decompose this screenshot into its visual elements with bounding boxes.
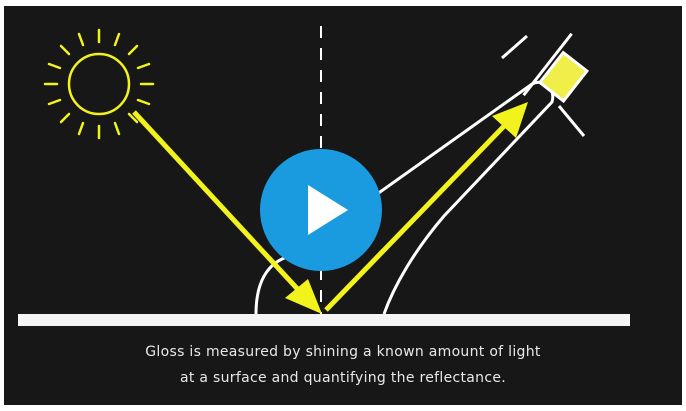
sun-icon xyxy=(43,28,155,140)
video-player[interactable]: Gloss is measured by shining a known amo… xyxy=(4,6,682,405)
play-button[interactable] xyxy=(260,149,382,271)
caption-line-2: at a surface and quantifying the reflect… xyxy=(179,370,506,386)
reflected-ray xyxy=(324,102,528,312)
detector-icon xyxy=(522,32,590,104)
caption-line-1: Gloss is measured by shining a known amo… xyxy=(145,344,541,360)
gloss-diagram xyxy=(18,26,630,326)
surface xyxy=(18,314,630,326)
incident-ray xyxy=(132,110,322,314)
play-icon xyxy=(308,185,348,235)
